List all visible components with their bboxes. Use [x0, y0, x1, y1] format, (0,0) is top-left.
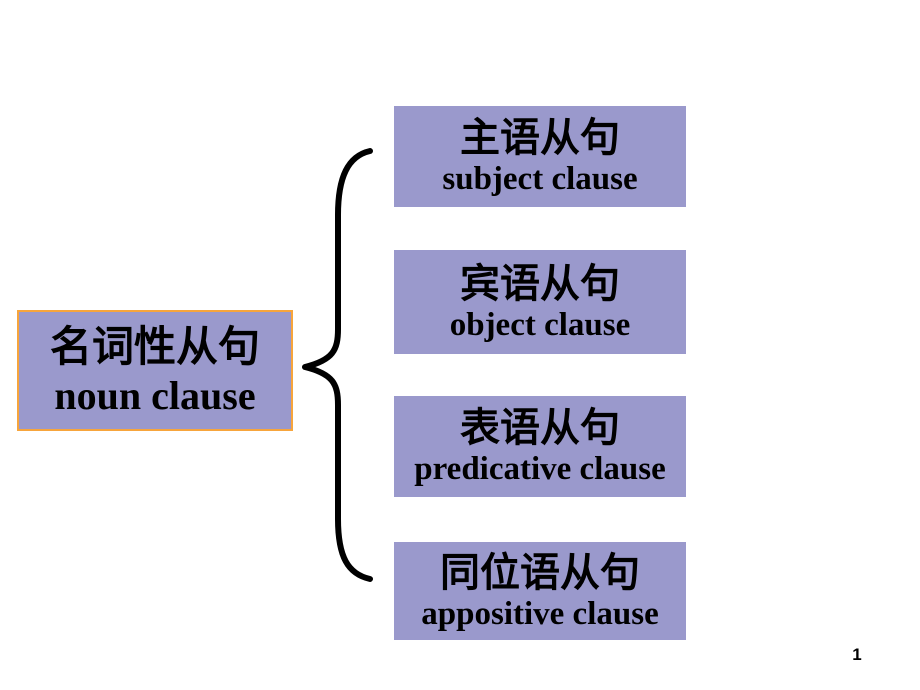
root-node-noun-clause: 名词性从句 noun clause [17, 310, 293, 431]
page-number: 1 [852, 645, 862, 664]
branch-chinese-label: 主语从句 [460, 115, 620, 162]
curly-brace-connector [302, 148, 373, 582]
branch-english-label: predicative clause [414, 451, 666, 488]
branch-node-appositive-clause: 同位语从句 appositive clause [394, 542, 686, 640]
branch-chinese-label: 表语从句 [460, 405, 620, 452]
root-node-english-label: noun clause [54, 372, 256, 418]
branch-english-label: object clause [449, 306, 631, 343]
branch-node-subject-clause: 主语从句 subject clause [394, 106, 686, 207]
branch-english-label: subject clause [442, 161, 638, 198]
root-node-chinese-label: 名词性从句 [49, 322, 260, 372]
branch-node-predicative-clause: 表语从句 predicative clause [394, 396, 686, 497]
branch-chinese-label: 同位语从句 [440, 549, 640, 596]
branch-english-label: appositive clause [421, 595, 659, 632]
brace-path [302, 148, 373, 582]
branch-chinese-label: 宾语从句 [460, 260, 620, 307]
branch-node-object-clause: 宾语从句 object clause [394, 250, 686, 354]
